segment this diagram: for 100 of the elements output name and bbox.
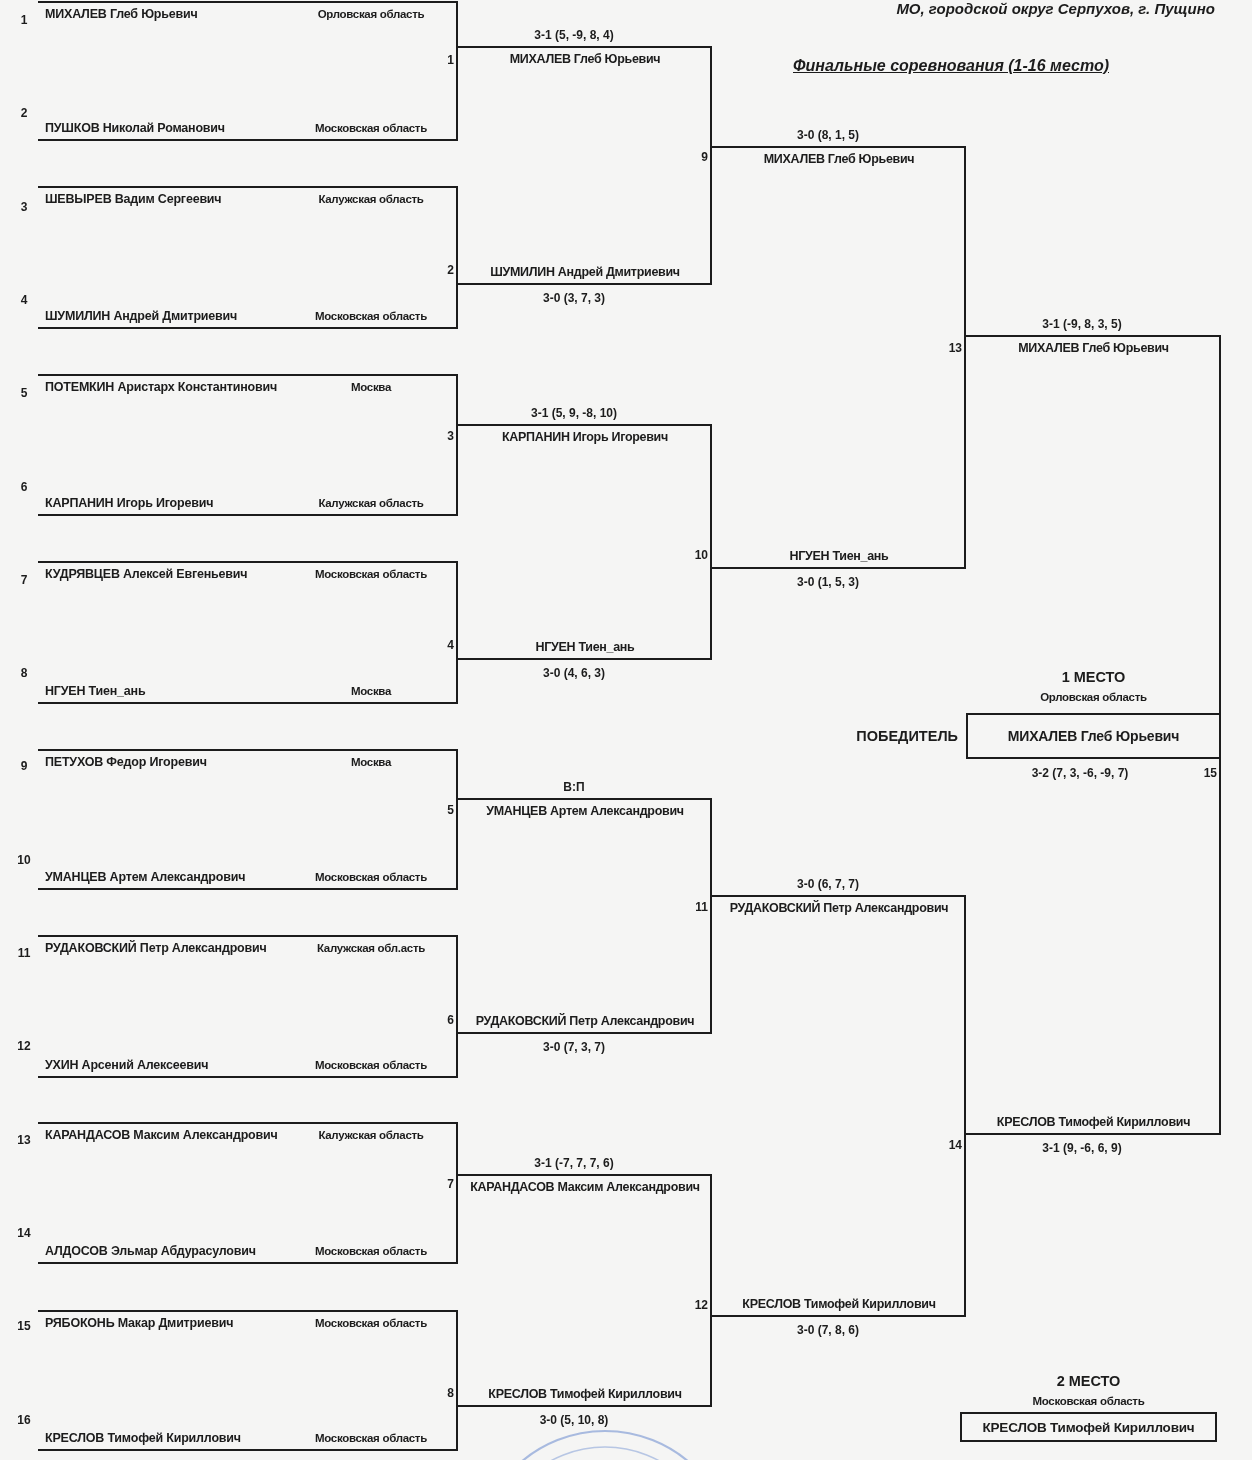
bracket-line <box>964 1133 966 1317</box>
match-number: 3 <box>447 428 454 444</box>
player-name: ШУМИЛИН Андрей Дмитриевич <box>490 264 680 280</box>
player-name: НГУЕН Тиен_ань <box>535 639 635 655</box>
bracket-line <box>710 1315 712 1407</box>
bracket-line <box>964 146 966 337</box>
bracket-line <box>456 186 458 285</box>
player-name: ПОТЕМКИН Аристарх Константинович <box>45 379 278 395</box>
player-name: КРЕСЛОВ Тимофей Кириллович <box>742 1296 936 1312</box>
player-name: МИХАЛЕВ Глеб Юрьевич <box>509 51 661 67</box>
region-name: Московская область <box>315 870 427 884</box>
seed-number: 15 <box>17 1318 31 1334</box>
bracket-line <box>456 749 458 800</box>
bracket-line <box>710 798 712 897</box>
player-name: ПЕТУХОВ Федор Игоревич <box>45 754 207 770</box>
diagram-title: Финальные соревнования (1-16 место) <box>793 56 1109 76</box>
bracket-line <box>456 374 458 426</box>
bracket-line <box>964 335 966 569</box>
match-score: 3-1 (9, -6, 6, 9) <box>1042 1140 1122 1156</box>
match-number: 6 <box>447 1012 454 1028</box>
player-name: КАРПАНИН Игорь Игоревич <box>45 495 214 511</box>
seed-number: 9 <box>20 758 28 774</box>
match-score: 3-2 (7, 3, -6, -9, 7) <box>1031 765 1129 781</box>
place-heading: 2 МЕСТО <box>1056 1372 1121 1390</box>
bracket-line <box>456 798 458 890</box>
region-name: Московская область <box>315 121 427 135</box>
place-heading: 1 МЕСТО <box>1061 668 1126 686</box>
match-number: 11 <box>695 899 708 915</box>
match-number: 15 <box>1203 765 1217 781</box>
region-name: Московская область <box>315 1058 427 1072</box>
region-name: Московская область <box>315 1244 427 1258</box>
seed-number: 2 <box>20 105 28 121</box>
match-score: 3-0 (1, 5, 3) <box>797 574 859 590</box>
player-name: ШУМИЛИН Андрей Дмитриевич <box>45 308 238 324</box>
seed-number: 10 <box>17 852 31 868</box>
match-number: 7 <box>447 1176 454 1192</box>
player-name: АЛДОСОВ Эльмар Абдурасулович <box>45 1243 256 1259</box>
match-score: 3-0 (3, 7, 3) <box>543 290 605 306</box>
player-name: КРЕСЛОВ Тимофей Кириллович <box>45 1430 241 1446</box>
region-name: Московская область <box>315 1431 427 1445</box>
seed-number: 6 <box>20 479 28 495</box>
bracket-line <box>456 424 458 516</box>
match-number: 9 <box>701 149 708 165</box>
winner-label: ПОБЕДИТЕЛЬ <box>856 728 958 744</box>
player-name: РУДАКОВСКИЙ Петр Александрович <box>45 940 267 956</box>
match-score: 3-1 (-7, 7, 7, 6) <box>534 1155 614 1171</box>
player-name: КАРАНДАСОВ Максим Александрович <box>470 1179 700 1195</box>
bracket-line <box>1219 758 1221 1135</box>
region-name: Московская область <box>315 1316 427 1330</box>
bracket-line <box>964 895 966 1135</box>
player-name: КАРАНДАСОВ Максим Александрович <box>45 1127 278 1143</box>
player-name: ПУШКОВ Николай Романович <box>45 120 225 136</box>
bracket-line <box>456 1032 458 1078</box>
match-number: 14 <box>948 1137 962 1153</box>
region-name: Калужская область <box>318 192 424 206</box>
match-number: 5 <box>447 802 454 818</box>
player-name: РУДАКОВСКИЙ Петр Александрович <box>729 900 949 916</box>
seed-number: 4 <box>20 292 28 308</box>
player-name: МИХАЛЕВ Глеб Юрьевич <box>1007 727 1180 745</box>
seed-number: 13 <box>17 1132 31 1148</box>
bracket-line <box>710 895 712 1034</box>
match-score: 3-0 (5, 10, 8) <box>539 1412 609 1428</box>
player-name: НГУЕН Тиен_ань <box>45 683 146 699</box>
bracket-line <box>456 1 458 48</box>
region-name: Московская область <box>315 567 427 581</box>
match-number: 4 <box>447 637 454 653</box>
player-name: РУДАКОВСКИЙ Петр Александрович <box>475 1013 695 1029</box>
bracket-line <box>456 935 458 1034</box>
seed-number: 16 <box>17 1412 31 1428</box>
seed-number: 3 <box>20 199 28 215</box>
player-name: МИХАЛЕВ Глеб Юрьевич <box>45 6 198 22</box>
region-name: Калужская область <box>318 496 424 510</box>
bracket-line <box>456 1122 458 1176</box>
region-name: Орловская область <box>1040 690 1147 705</box>
seed-number: 5 <box>20 385 28 401</box>
match-score: 3-1 (-9, 8, 3, 5) <box>1042 316 1122 332</box>
region-name: Москва <box>350 684 392 698</box>
player-name: МИХАЛЕВ Глеб Юрьевич <box>1018 340 1169 356</box>
bracket-line <box>710 567 712 660</box>
match-score: 3-1 (5, 9, -8, 10) <box>531 405 617 421</box>
player-name: РЯБОКОНЬ Макар Дмитриевич <box>45 1315 234 1331</box>
bracket-line <box>456 658 458 704</box>
bracket-line <box>456 1310 458 1407</box>
bracket-line <box>1219 335 1221 714</box>
player-name: УМАНЦЕВ Артем Александрович <box>486 803 684 819</box>
bracket-line <box>456 283 458 329</box>
seed-number: 12 <box>17 1038 31 1054</box>
match-score: 3-0 (7, 3, 7) <box>543 1039 605 1055</box>
bracket-line <box>456 1405 458 1451</box>
bracket-line <box>710 424 712 569</box>
bracket-line <box>456 1174 458 1264</box>
match-score: 3-0 (6, 7, 7) <box>797 876 859 892</box>
seed-number: 11 <box>17 945 31 961</box>
match-score: 3-0 (7, 8, 6) <box>797 1322 859 1338</box>
match-number: 12 <box>694 1297 708 1313</box>
region-name: Калужская обл.асть <box>316 941 426 955</box>
region-name: Московская область <box>315 309 427 323</box>
player-name: КРЕСЛОВ Тимофей Кириллович <box>488 1386 682 1402</box>
player-name: КРЕСЛОВ Тимофей Кириллович <box>996 1114 1191 1130</box>
region-name: Москва <box>350 380 392 394</box>
